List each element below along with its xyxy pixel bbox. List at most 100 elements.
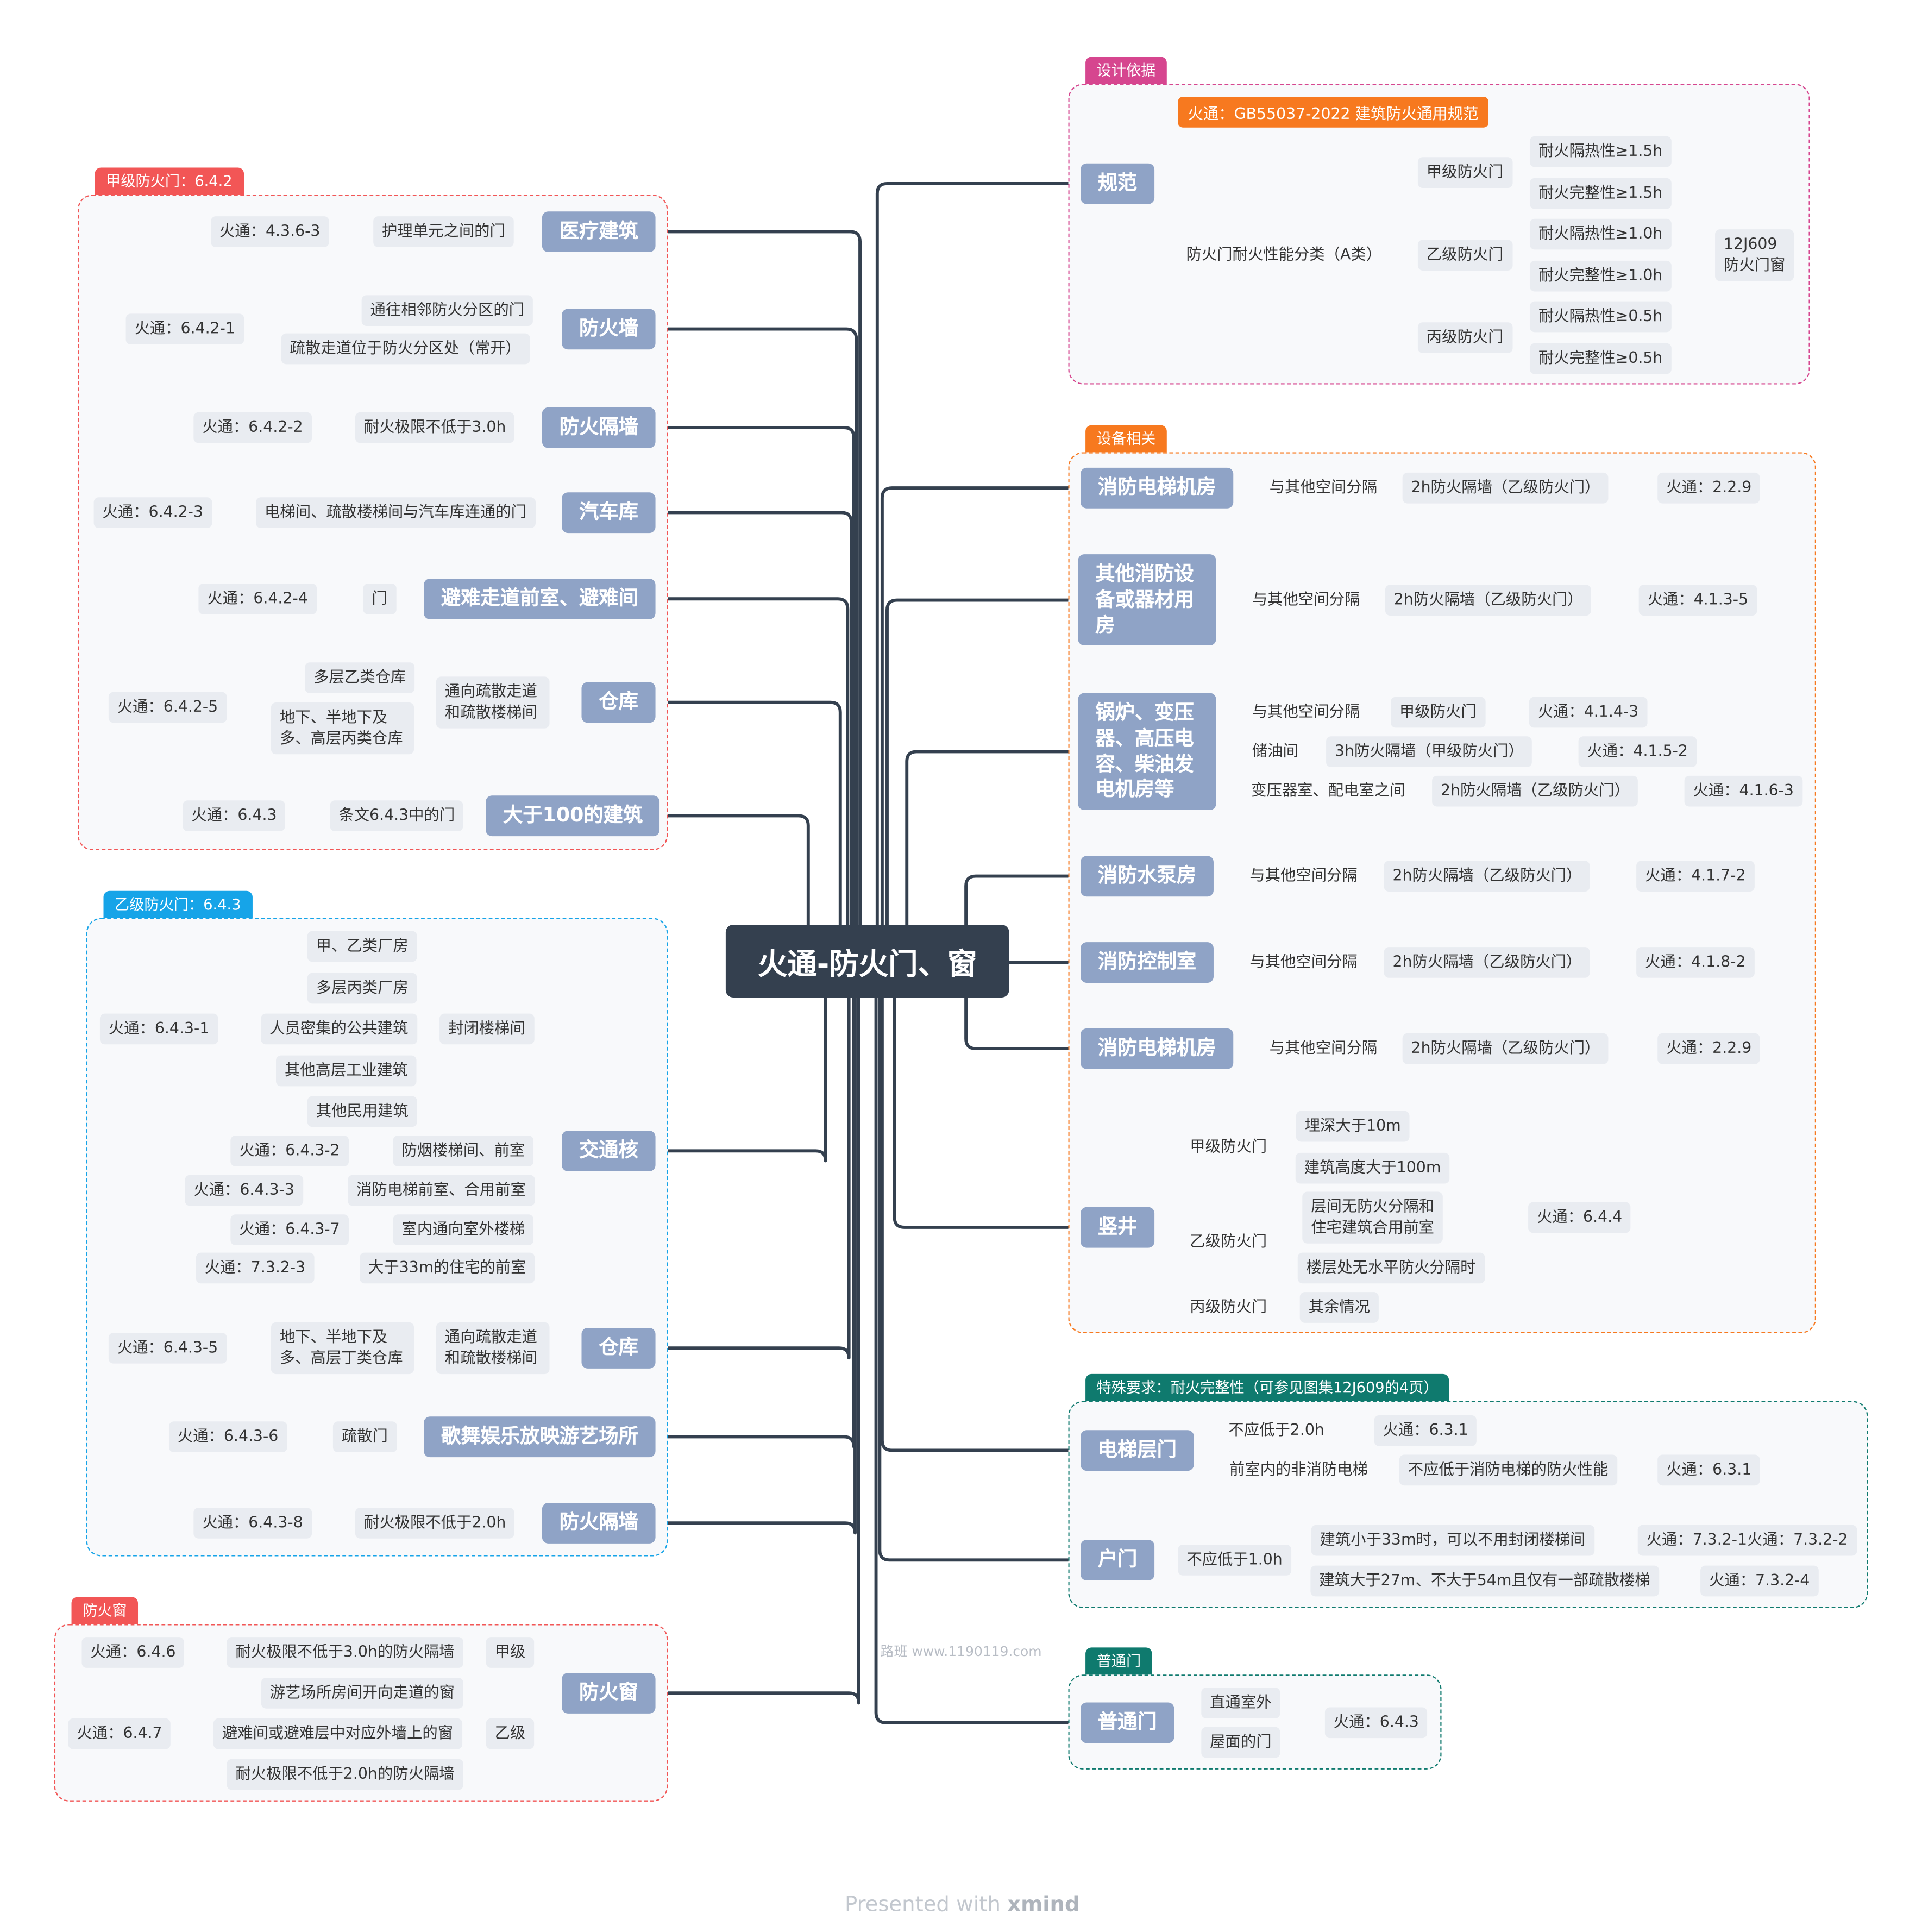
leaf-landing-ref-1[interactable]: 火通：6.3.1 — [1374, 1415, 1477, 1446]
leaf-stair-mid[interactable]: 封闭楼梯间 — [439, 1013, 534, 1044]
leaf-normal-item-2[interactable]: 屋面的门 — [1201, 1727, 1280, 1758]
branch-warehouse-jia[interactable]: 仓库 — [581, 682, 656, 723]
leaf-grade-bing[interactable]: 丙级防火门 — [1417, 322, 1512, 353]
leaf-garage-item[interactable]: 电梯间、疏散楼梯间与汽车库连通的门 — [256, 497, 535, 528]
leaf-tall-item[interactable]: 条文6.4.3中的门 — [330, 800, 464, 831]
leaf-boiler-ref-3[interactable]: 火通：4.1.6-3 — [1684, 775, 1802, 807]
leaf-landing-a-2[interactable]: 前室内的非消防电梯 — [1229, 1459, 1368, 1478]
branch-tall-building[interactable]: 大于100的建筑 — [486, 795, 660, 836]
leaf-stair-item-2[interactable]: 多层丙类厂房 — [307, 973, 417, 1004]
leaf-window-jia-ref[interactable]: 火通：6.4.6 — [81, 1637, 185, 1668]
leaf-normal-item-1[interactable]: 直通室外 — [1201, 1688, 1280, 1718]
leaf-shaft-yi-2[interactable]: 楼层处无水平防火分隔时 — [1297, 1252, 1485, 1283]
branch-ktv[interactable]: 歌舞娱乐放映游艺场所 — [424, 1416, 656, 1457]
leaf-standard-code[interactable]: 火通：GB55037-2022 建筑防火通用规范 — [1178, 97, 1488, 128]
leaf-core-row-2-ref[interactable]: 火通：6.4.3-3 — [185, 1175, 303, 1206]
leaf-other-b[interactable]: 2h防火隔墙（乙级防火门） — [1385, 585, 1592, 616]
leaf-firewall-item-2[interactable]: 疏散走道位于防火分区处（常开） — [281, 333, 530, 365]
leaf-boiler-ref-2[interactable]: 火通：4.1.5-2 — [1578, 736, 1697, 767]
leaf-unit-door-ref-1[interactable]: 火通：7.3.2-1火通：7.3.2-2 — [1637, 1525, 1857, 1556]
leaf-elev1-b[interactable]: 2h防火隔墙（乙级防火门） — [1402, 472, 1609, 504]
leaf-grade-bing-2[interactable]: 耐火完整性≥0.5h — [1529, 343, 1672, 374]
branch-fire-elevator-room-1[interactable]: 消防电梯机房 — [1081, 467, 1234, 509]
leaf-refuge-ref[interactable]: 火通：6.4.2-4 — [198, 584, 317, 614]
leaf-unit-door-a-2[interactable]: 建筑大于27m、不大于54m且仅有一部疏散楼梯 — [1310, 1565, 1659, 1597]
branch-medical[interactable]: 医疗建筑 — [542, 211, 656, 252]
leaf-grade-yi[interactable]: 乙级防火门 — [1417, 240, 1512, 271]
leaf-warehouse-jia-item-2[interactable]: 地下、半地下及多、高层丙类仓库 — [271, 702, 414, 754]
branch-fire-elevator-room-2[interactable]: 消防电梯机房 — [1081, 1028, 1234, 1069]
leaf-shaft-bing[interactable]: 丙级防火门 — [1190, 1297, 1267, 1316]
leaf-shaft-bing-1[interactable]: 其余情况 — [1299, 1292, 1379, 1323]
branch-fire-control-room[interactable]: 消防控制室 — [1081, 942, 1214, 983]
leaf-core-row-4[interactable]: 大于33m的住宅的前室 — [360, 1252, 535, 1283]
leaf-warehouse-yi-mid[interactable]: 通向疏散走道和疏散楼梯间 — [436, 1322, 550, 1374]
leaf-other-ref[interactable]: 火通：4.1.3-5 — [1638, 585, 1757, 616]
leaf-grade-bing-1[interactable]: 耐火隔热性≥0.5h — [1529, 301, 1672, 333]
branch-firewall-jia[interactable]: 防火墙 — [562, 309, 656, 349]
branch-fire-pump-room[interactable]: 消防水泵房 — [1081, 856, 1214, 896]
leaf-window-yi-grade[interactable]: 乙级 — [486, 1718, 535, 1749]
leaf-shaft-yi-1[interactable]: 层间无防火分隔和住宅建筑合用前室 — [1302, 1191, 1443, 1244]
branch-boiler-room[interactable]: 锅炉、变压器、高压电容、柴油发电机房等 — [1078, 693, 1216, 811]
leaf-control-ref[interactable]: 火通：4.1.8-2 — [1636, 947, 1755, 978]
leaf-ktv-item[interactable]: 疏散门 — [332, 1421, 397, 1452]
leaf-control-a[interactable]: 与其他空间分隔 — [1249, 952, 1358, 971]
leaf-other-a[interactable]: 与其他空间分隔 — [1252, 589, 1360, 609]
branch-elevator-landing-door[interactable]: 电梯层门 — [1081, 1430, 1194, 1471]
leaf-grade-jia-2[interactable]: 耐火完整性≥1.5h — [1529, 178, 1672, 209]
leaf-partition-yi-ref[interactable]: 火通：6.4.3-8 — [193, 1508, 312, 1539]
leaf-shaft-ref[interactable]: 火通：6.4.4 — [1528, 1202, 1631, 1233]
leaf-garage-ref[interactable]: 火通：6.4.2-3 — [93, 497, 212, 528]
branch-standard[interactable]: 规范 — [1081, 163, 1155, 204]
leaf-medical-ref[interactable]: 火通：4.3.6-3 — [211, 216, 329, 247]
leaf-shaft-yi[interactable]: 乙级防火门 — [1190, 1232, 1267, 1251]
leaf-shaft-jia[interactable]: 甲级防火门 — [1190, 1137, 1267, 1156]
leaf-core-row-1-ref[interactable]: 火通：6.4.3-2 — [230, 1136, 349, 1166]
leaf-window-yi-item-2[interactable]: 避难间或避难层中对应外墙上的窗 — [213, 1718, 462, 1749]
leaf-pump-ref[interactable]: 火通：4.1.7-2 — [1636, 861, 1755, 892]
leaf-window-jia-item[interactable]: 耐火极限不低于3.0h的防火隔墙 — [227, 1637, 463, 1668]
leaf-firewall-ref[interactable]: 火通：6.4.2-1 — [125, 313, 244, 344]
leaf-partition-jia-ref[interactable]: 火通：6.4.2-2 — [193, 412, 312, 443]
leaf-grade-yi-2[interactable]: 耐火完整性≥1.0h — [1529, 260, 1672, 292]
leaf-grade-yi-1[interactable]: 耐火隔热性≥1.0h — [1529, 218, 1672, 250]
leaf-stair-ref[interactable]: 火通：6.4.3-1 — [99, 1013, 218, 1044]
leaf-elev1-a[interactable]: 与其他空间分隔 — [1269, 477, 1378, 497]
leaf-window-yi-ref[interactable]: 火通：6.4.7 — [68, 1718, 171, 1749]
leaf-boiler-b-3[interactable]: 2h防火隔墙（乙级防火门） — [1432, 775, 1638, 807]
leaf-grade-jia-1[interactable]: 耐火隔热性≥1.5h — [1529, 136, 1672, 167]
leaf-warehouse-jia-item-1[interactable]: 多层乙类仓库 — [305, 662, 415, 693]
leaf-warehouse-yi-item[interactable]: 地下、半地下及多、高层丁类仓库 — [271, 1322, 414, 1374]
leaf-window-yi-item-3[interactable]: 耐火极限不低于2.0h的防火隔墙 — [227, 1759, 463, 1790]
leaf-shaft-jia-1[interactable]: 埋深大于10m — [1296, 1111, 1410, 1142]
leaf-boiler-a-3[interactable]: 变压器室、配电室之间 — [1251, 780, 1405, 799]
branch-traffic-core[interactable]: 交通核 — [562, 1131, 656, 1171]
leaf-core-row-3-ref[interactable]: 火通：6.4.3-7 — [230, 1214, 349, 1245]
leaf-partition-yi-item[interactable]: 耐火极限不低于2.0h — [355, 1508, 515, 1539]
leaf-landing-a-1[interactable]: 不应低于2.0h — [1228, 1420, 1324, 1439]
branch-fire-window[interactable]: 防火窗 — [562, 1673, 656, 1714]
leaf-refuge-item[interactable]: 门 — [363, 584, 396, 614]
leaf-boiler-a-2[interactable]: 储油间 — [1252, 741, 1298, 760]
branch-partition-jia[interactable]: 防火隔墙 — [542, 407, 656, 448]
leaf-landing-b-2[interactable]: 不应低于消防电梯的防火性能 — [1399, 1454, 1617, 1485]
leaf-partition-jia-item[interactable]: 耐火极限不低于3.0h — [355, 412, 515, 443]
leaf-elev1-ref[interactable]: 火通：2.2.9 — [1657, 472, 1761, 504]
branch-warehouse-yi[interactable]: 仓库 — [581, 1328, 656, 1369]
branch-partition-yi[interactable]: 防火隔墙 — [542, 1503, 656, 1544]
leaf-pump-b[interactable]: 2h防火隔墙（乙级防火门） — [1384, 861, 1591, 892]
leaf-stair-item-3[interactable]: 人员密集的公共建筑 — [261, 1013, 417, 1044]
leaf-pump-a[interactable]: 与其他空间分隔 — [1249, 865, 1358, 885]
leaf-boiler-ref-1[interactable]: 火通：4.1.4-3 — [1529, 697, 1648, 728]
branch-other-equipment-room[interactable]: 其他消防设备或器材用房 — [1078, 554, 1216, 646]
leaf-normal-ref[interactable]: 火通：6.4.3 — [1324, 1707, 1428, 1738]
leaf-grade-jia[interactable]: 甲级防火门 — [1417, 157, 1512, 188]
leaf-tall-ref[interactable]: 火通：6.4.3 — [183, 800, 286, 831]
leaf-core-row-3[interactable]: 室内通向室外楼梯 — [393, 1214, 534, 1245]
leaf-window-yi-item-1[interactable]: 游艺场所房间开向走道的窗 — [261, 1678, 463, 1709]
branch-unit-door[interactable]: 户门 — [1081, 1540, 1155, 1580]
leaf-medical-item[interactable]: 护理单元之间的门 — [373, 216, 514, 247]
leaf-core-row-1[interactable]: 防烟楼梯间、前室 — [393, 1136, 534, 1166]
leaf-warehouse-jia-ref[interactable]: 火通：6.4.2-5 — [108, 692, 227, 723]
